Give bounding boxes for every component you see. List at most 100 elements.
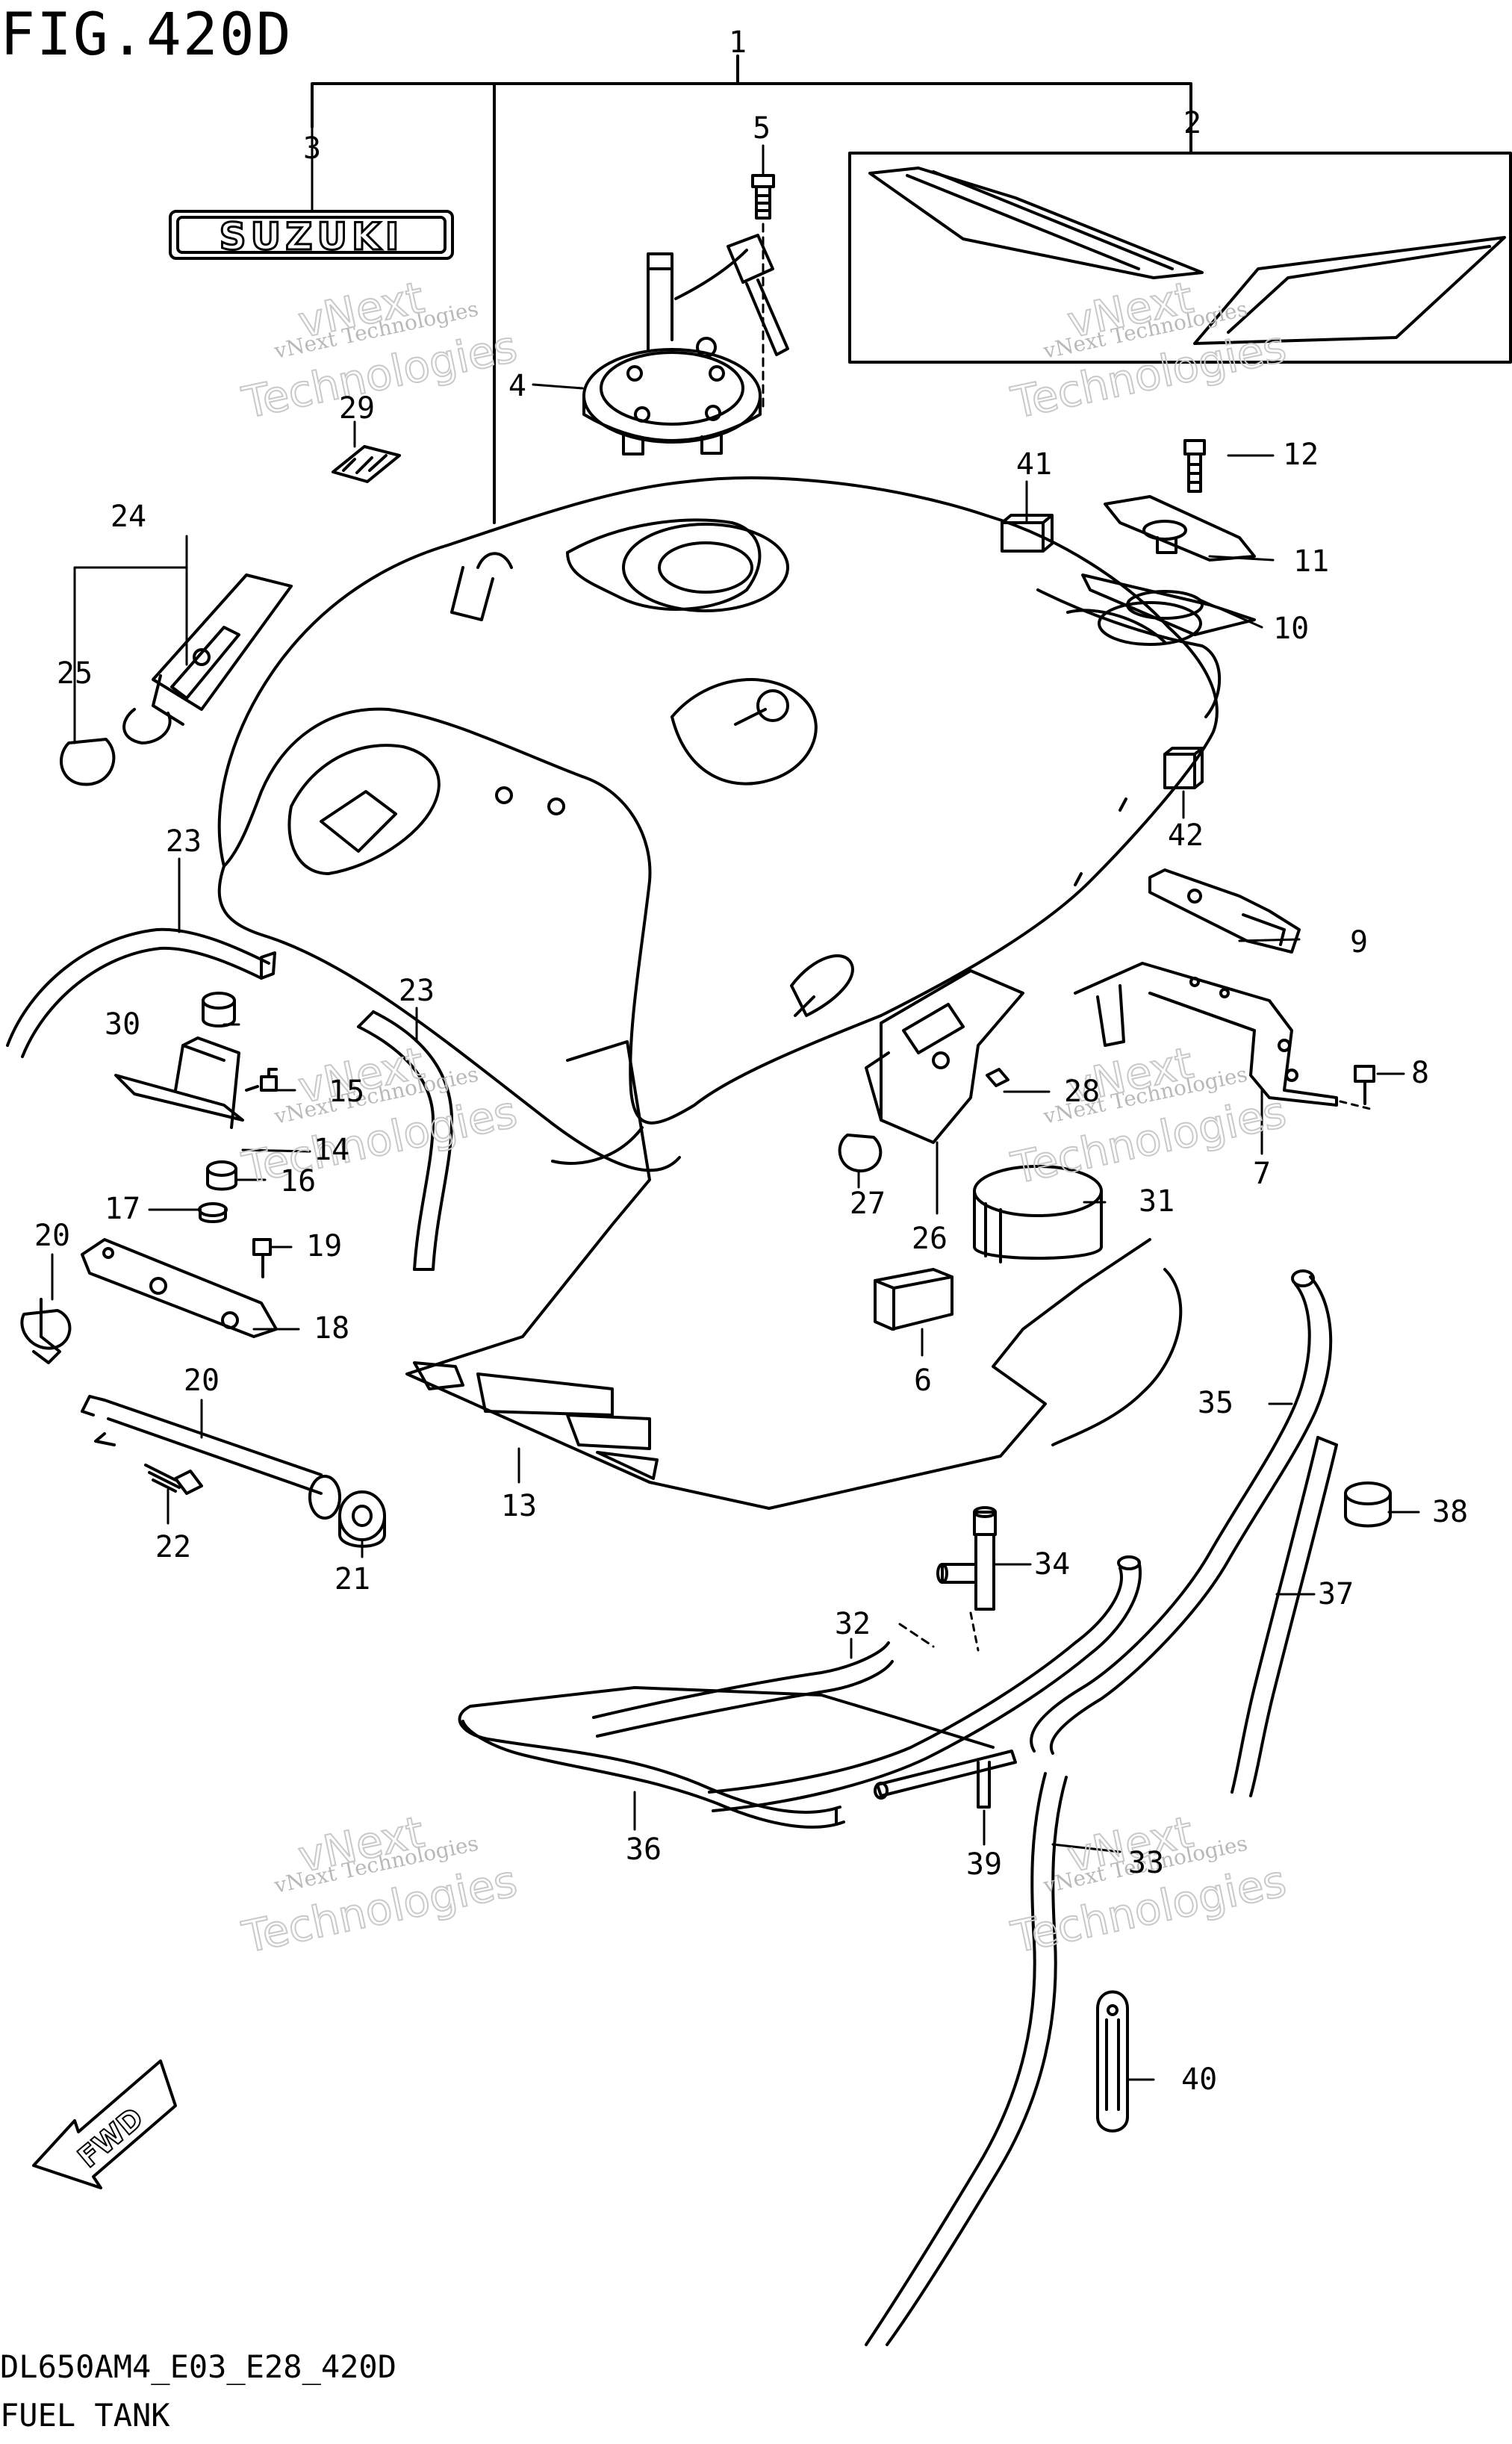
callout-16: 16: [280, 1164, 316, 1198]
part-22-bolt: [144, 1464, 203, 1495]
part-14-bracket: [114, 1036, 244, 1129]
part-6-block: [874, 1268, 953, 1331]
figure-caption: FUEL TANK: [0, 2397, 170, 2434]
part-38-cap: [1344, 1481, 1392, 1528]
callout-33: 33: [1128, 1846, 1164, 1880]
part-17-collar: [198, 1202, 228, 1223]
part-34-t-joint: [936, 1506, 997, 1652]
part-5-bolt: [751, 174, 775, 408]
callout-23a: 23: [166, 824, 202, 859]
callout-22: 22: [155, 1530, 191, 1564]
part-39-pin: [874, 1750, 1017, 1809]
part-41-pad: [1001, 514, 1054, 553]
part-36-hose: [458, 1686, 995, 1829]
part-29-pad: [332, 445, 401, 483]
callout-5: 5: [753, 111, 771, 146]
callout-26: 26: [912, 1222, 948, 1256]
part-16-grommet: [206, 1160, 237, 1191]
part-10-base-plate: [1081, 573, 1256, 636]
lower-trim-outline: [217, 865, 1183, 1446]
part-33-hose: [865, 1772, 1068, 2346]
part-23-hose-left: [6, 927, 276, 1058]
part-37-hose: [1231, 1436, 1338, 1797]
part-32-hose: [592, 1623, 935, 1738]
model-code: DL650AM4_E03_E28_420D: [0, 2348, 397, 2385]
part-13-tank-pad: [405, 1040, 1151, 1510]
callout-11: 11: [1293, 544, 1329, 579]
callout-31: 31: [1139, 1184, 1175, 1219]
callout-4: 4: [508, 369, 526, 403]
assembly-bracket: [311, 55, 1192, 524]
callout-9: 9: [1350, 925, 1368, 960]
fwd-arrow-icon: [32, 2059, 177, 2189]
callout-35: 35: [1198, 1386, 1233, 1420]
part-8-bolt: [1339, 1065, 1375, 1110]
watermark-4: vNext Technologies vNext Technologies: [1007, 1036, 1292, 1195]
callout-21: 21: [335, 1562, 370, 1596]
callout-20b: 20: [184, 1364, 220, 1398]
part-31-band: [973, 1165, 1103, 1263]
part-40-strap: [1096, 1990, 1129, 2133]
callout-30: 30: [105, 1007, 140, 1042]
figure-title: FIG.420D: [0, 1, 293, 69]
callout-19: 19: [306, 1229, 342, 1263]
callout-27: 27: [850, 1187, 886, 1221]
emblem-text: SUZUKI: [220, 215, 404, 258]
callout-6: 6: [914, 1364, 932, 1398]
callout-15: 15: [329, 1075, 364, 1109]
part-42-pad: [1163, 747, 1204, 789]
callout-3: 3: [303, 131, 321, 166]
callout-39: 39: [966, 1847, 1002, 1882]
main-fuel-tank: [217, 476, 1222, 1125]
callout-18: 18: [314, 1311, 349, 1346]
callout-13: 13: [501, 1489, 537, 1523]
part-2-decal: [848, 152, 1512, 364]
callout-23b: 23: [399, 974, 435, 1008]
callout-34: 34: [1034, 1547, 1070, 1582]
callout-28: 28: [1064, 1075, 1100, 1109]
part-21-spacer: [338, 1490, 386, 1548]
leader-lines: [51, 125, 1420, 2081]
callout-29: 29: [339, 391, 375, 426]
part-20-hook: [20, 1298, 72, 1364]
part-11-base-plate: [1104, 495, 1256, 562]
callout-37: 37: [1318, 1577, 1354, 1611]
callout-38: 38: [1432, 1495, 1468, 1529]
callout-7: 7: [1253, 1157, 1271, 1191]
watermark-2: vNext Technologies vNext Technologies: [1007, 271, 1292, 429]
callout-17: 17: [105, 1192, 140, 1226]
part-24-side-bracket: [60, 573, 293, 786]
callout-10: 10: [1273, 612, 1309, 646]
part-7-rear-bracket: [1074, 962, 1338, 1107]
part-28-bolt: [986, 1068, 1009, 1087]
callout-8: 8: [1411, 1056, 1429, 1090]
callout-12: 12: [1283, 438, 1319, 472]
part-4-fuel-cap: [582, 234, 789, 455]
watermark-3: vNext Technologies vNext Technologies: [237, 1036, 523, 1195]
callout-1: 1: [729, 25, 747, 60]
watermark-group: vNext Technologies vNext Technologies vN…: [237, 271, 1292, 1964]
part-15-bolt: [245, 1068, 278, 1092]
callout-42: 42: [1168, 818, 1204, 853]
callout-40: 40: [1181, 2062, 1217, 2097]
callout-24: 24: [111, 500, 146, 534]
callout-25: 25: [57, 656, 93, 691]
callout-14: 14: [314, 1133, 349, 1167]
part-19-bolt: [252, 1238, 272, 1278]
watermark-5: vNext Technologies vNext Technologies: [237, 1806, 523, 1964]
callout-labels: 1 2 3 4 5 6 7 8 9 10 11 12 13 14 15 16 1…: [34, 25, 1468, 2097]
part-30-cushion: [202, 992, 236, 1027]
callout-20a: 20: [34, 1219, 70, 1253]
part-12-bolt: [1183, 439, 1206, 493]
part-23-hose-right: [357, 1010, 453, 1271]
callout-2: 2: [1183, 106, 1201, 140]
callout-36: 36: [626, 1832, 662, 1867]
callout-32: 32: [835, 1607, 871, 1641]
part-18-lower-bracket: [81, 1238, 278, 1338]
part-27-grommet: [838, 1134, 883, 1173]
part-35-hose: [708, 1269, 1333, 1812]
part-20-rod: [81, 1395, 341, 1520]
part-26-holder: [865, 969, 1024, 1144]
